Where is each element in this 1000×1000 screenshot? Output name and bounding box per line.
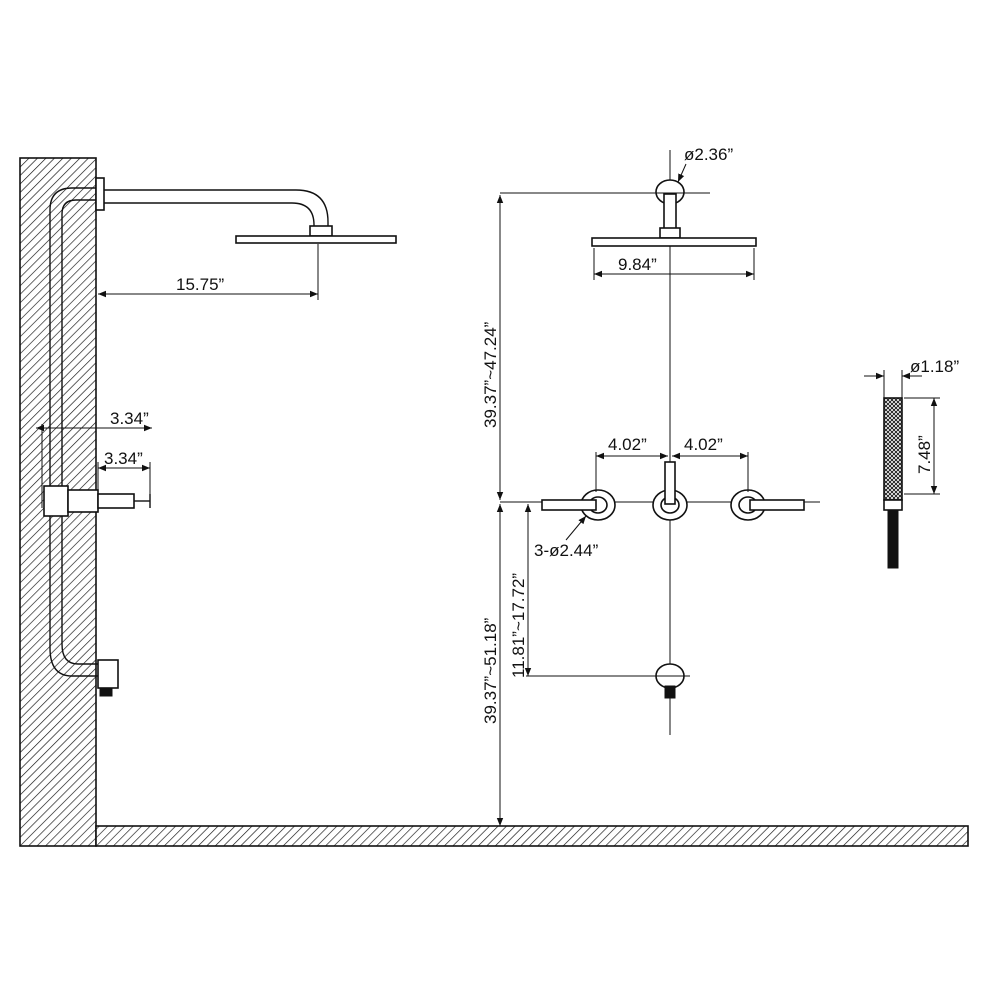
shower-arm <box>104 189 333 237</box>
dim-outlet-drop-label: 11.81”~17.72” <box>509 573 528 678</box>
dim-head-width: 9.84” <box>593 248 755 280</box>
dim-head-width-label: 9.84” <box>618 255 657 274</box>
dim-handle-spacing: 4.02” 4.02” <box>595 435 749 492</box>
dim-head-height-label: 39.37”~47.24” <box>481 321 500 428</box>
dim-valve-height: 39.37”~51.18” <box>481 504 504 826</box>
dim-hand-shower-length: 7.48” <box>904 397 940 495</box>
dim-hand-shower-diameter-label: ø1.18” <box>910 357 959 376</box>
hand-shower-grip <box>883 397 903 501</box>
side-view: 15.75” 3.34” 3.34” <box>36 177 397 697</box>
front-outlet <box>655 663 685 699</box>
dim-outlet-drop: 11.81”~17.72” <box>509 504 532 678</box>
shower-head-front <box>591 237 757 247</box>
handle-left <box>541 489 616 521</box>
handle-right <box>730 489 805 521</box>
dim-head-height: 39.37”~47.24” <box>481 195 504 500</box>
dim-handle-flange: 3-ø2.44” <box>534 515 599 560</box>
front-view: ø2.36” 9.84” 39.37”~47.24” <box>481 145 820 826</box>
front-arm-flange <box>655 179 685 239</box>
dim-flange-diameter: ø2.36” <box>500 145 733 194</box>
side-outlet-elbow <box>97 659 119 697</box>
handle-center <box>652 461 688 521</box>
floor <box>95 825 969 847</box>
dim-lower-offset-label: 3.34” <box>104 449 143 468</box>
shower-head-side <box>235 235 397 244</box>
dim-flange-diameter-label: ø2.36” <box>684 145 733 164</box>
dim-handle-spacing-left-label: 4.02” <box>608 435 647 454</box>
dim-lower-offset: 3.34” <box>97 449 151 494</box>
dim-hand-shower-diameter: ø1.18” <box>864 357 959 398</box>
dim-arm-reach-label: 15.75” <box>176 275 225 294</box>
dim-handle-spacing-right-label: 4.02” <box>684 435 723 454</box>
hand-shower: ø1.18” 7.48” <box>864 357 959 569</box>
dim-handle-flange-label: 3-ø2.44” <box>534 541 599 560</box>
side-valve-body <box>43 485 151 517</box>
dim-upper-offset: 3.34” <box>36 409 152 508</box>
dim-hand-shower-length-label: 7.48” <box>915 435 934 474</box>
dim-upper-offset-label: 3.34” <box>110 409 149 428</box>
dim-arm-reach: 15.75” <box>98 244 319 300</box>
dim-valve-height-label: 39.37”~51.18” <box>481 617 500 724</box>
arm-wall-flange <box>95 177 105 211</box>
